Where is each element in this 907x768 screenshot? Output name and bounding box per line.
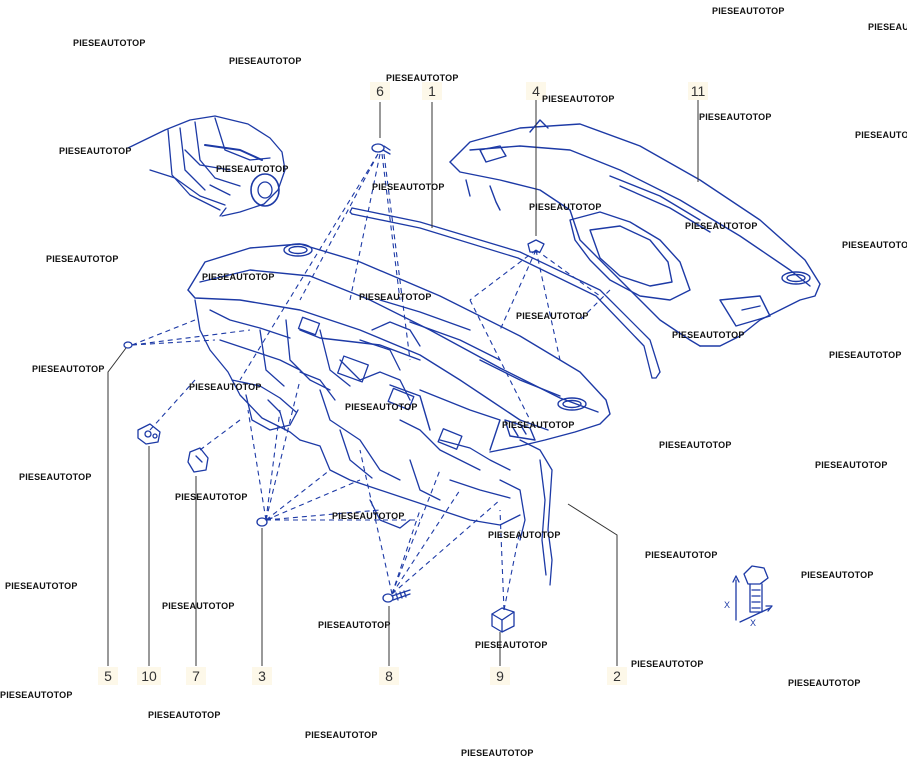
watermark: PIESEAUTOTOP [0,690,73,700]
screw-6 [371,143,391,155]
watermark: PIESEAUTOTOP [73,38,146,48]
watermark: PIESEAUTOTOP [502,420,575,430]
watermark: PIESEAUTOTOP [162,601,235,611]
watermark: PIESEAUTOTOP [46,254,119,264]
watermark: PIESEAUTOTOP [829,350,902,360]
watermark: PIESEAUTOTOP [868,22,907,32]
watermark: PIESEAUTOTOP [202,272,275,282]
watermark: PIESEAUTOTOP [345,402,418,412]
watermark: PIESEAUTOTOP [332,511,405,521]
watermark: PIESEAUTOTOP [5,581,78,591]
watermark: PIESEAUTOTOP [305,730,378,740]
dashboard-carrier [194,299,553,586]
axis-label-x-horizontal: X [750,618,756,628]
vehicle-locator-illustration [127,115,286,217]
watermark: PIESEAUTOTOP [801,570,874,580]
watermark: PIESEAUTOTOP [645,550,718,560]
watermark: PIESEAUTOTOP [461,748,534,758]
assembly-dashed-lines [131,153,611,611]
axis-label-x-vertical: X [724,600,730,610]
clip-10 [137,423,161,445]
watermark: PIESEAUTOTOP [216,164,289,174]
watermark: PIESEAUTOTOP [372,182,445,192]
watermark: PIESEAUTOTOP [189,382,262,392]
clip-9 [491,607,515,633]
clip-7 [187,447,209,473]
watermark: PIESEAUTOTOP [19,472,92,482]
watermark: PIESEAUTOTOP [842,240,907,250]
watermark: PIESEAUTOTOP [475,640,548,650]
callout-5: 5 [98,667,118,685]
watermark: PIESEAUTOTOP [318,620,391,630]
callout-8: 8 [379,667,399,685]
watermark: PIESEAUTOTOP [32,364,105,374]
watermark: PIESEAUTOTOP [175,492,248,502]
main-dashboard-body [187,243,611,453]
watermark: PIESEAUTOTOP [542,94,615,104]
callout-leaders [107,100,699,666]
watermark: PIESEAUTOTOP [386,73,459,83]
watermark: PIESEAUTOTOP [659,440,732,450]
watermark: PIESEAUTOTOP [788,678,861,688]
callout-11: 11 [688,82,708,100]
watermark: PIESEAUTOTOP [712,6,785,16]
callout-3: 3 [252,667,272,685]
screw-8 [382,589,411,603]
watermark: PIESEAUTOTOP [685,221,758,231]
watermark: PIESEAUTOTOP [516,311,589,321]
callout-6: 6 [370,82,390,100]
watermark: PIESEAUTOTOP [855,130,907,140]
watermark: PIESEAUTOTOP [631,659,704,669]
watermark: PIESEAUTOTOP [148,710,221,720]
callout-10: 10 [137,667,161,685]
watermark: PIESEAUTOTOP [529,202,602,212]
watermark: PIESEAUTOTOP [59,146,132,156]
watermark: PIESEAUTOTOP [359,292,432,302]
callout-9: 9 [490,667,510,685]
watermark: PIESEAUTOTOP [229,56,302,66]
clip-4 [527,239,545,253]
callout-7: 7 [186,667,206,685]
callout-4: 4 [526,82,546,100]
callout-1: 1 [422,82,442,100]
callout-2: 2 [607,667,627,685]
watermark: PIESEAUTOTOP [488,530,561,540]
crossbar-strip [349,207,661,379]
watermark: PIESEAUTOTOP [672,330,745,340]
screw-5 [123,341,133,349]
watermark: PIESEAUTOTOP [699,112,772,122]
bolt-direction-icon [732,565,773,623]
watermark: PIESEAUTOTOP [815,460,888,470]
upper-trim-panel [449,119,821,347]
